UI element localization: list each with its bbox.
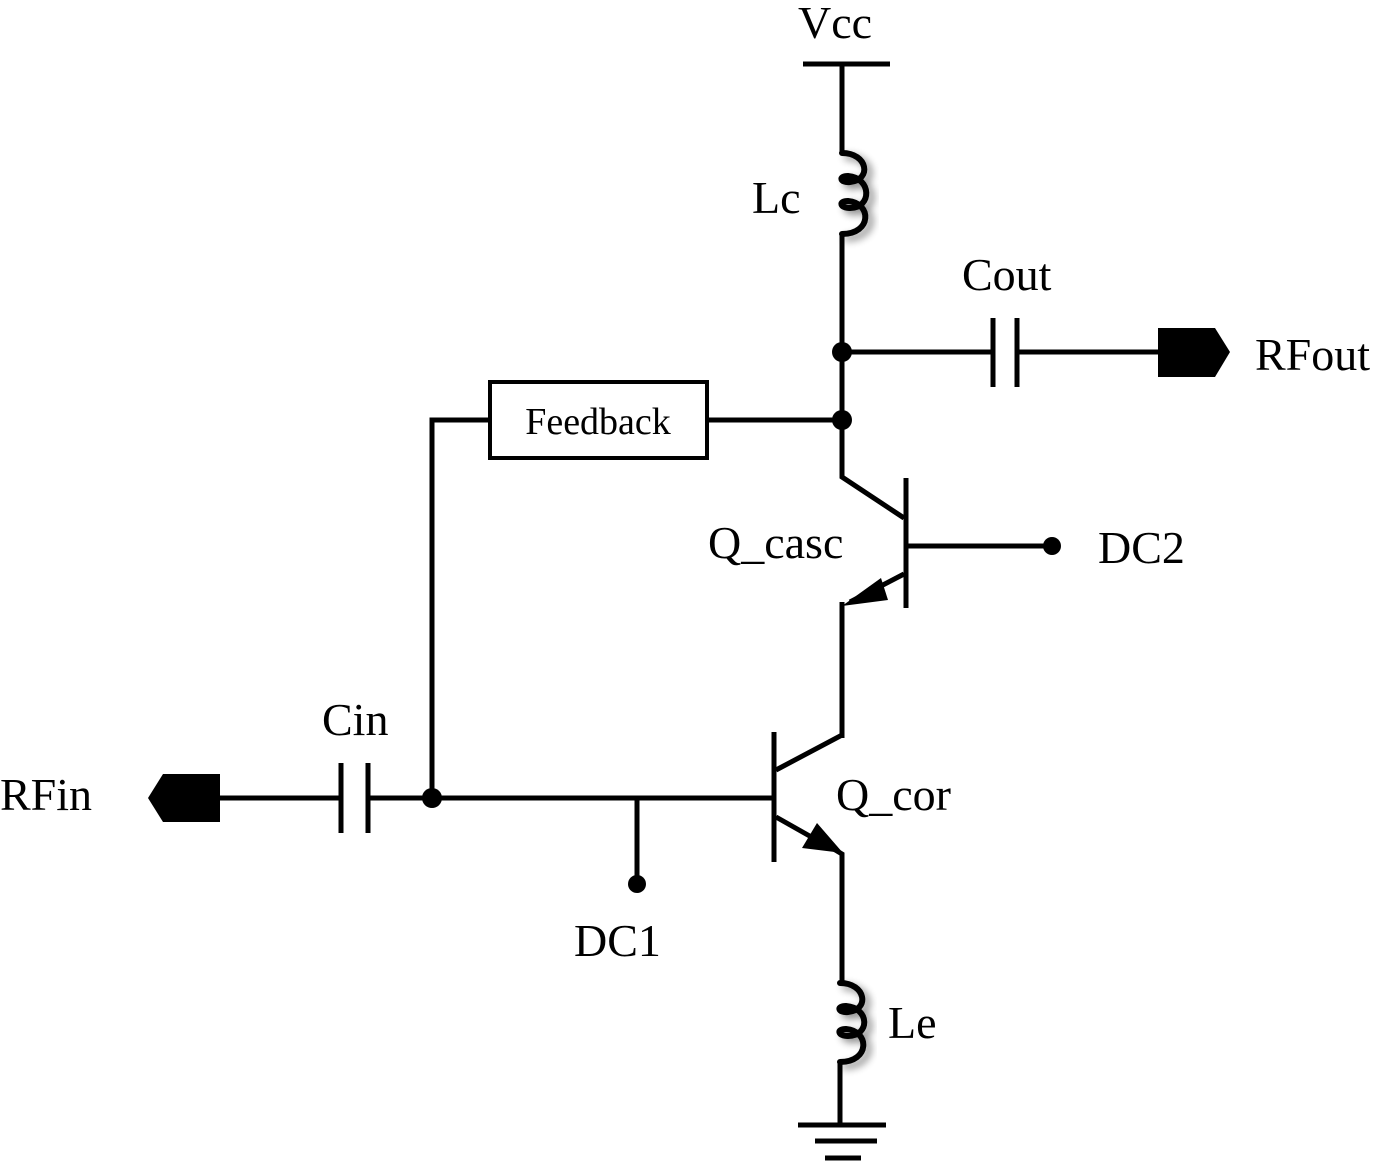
rfout-port-icon [1158, 328, 1230, 377]
cout-label: Cout [962, 249, 1052, 300]
vcc-supply-symbol [803, 61, 890, 152]
rfin-port-icon [148, 774, 220, 822]
lc-inductor-symbol [838, 150, 870, 237]
dc1-label: DC1 [574, 915, 661, 966]
q-cor-transistor-symbol [771, 730, 845, 985]
ground-icon [798, 1122, 886, 1161]
feedback-block [488, 380, 709, 460]
rfout-label: RFout [1255, 329, 1370, 380]
feedback-label: Feedback [525, 401, 671, 443]
rfin-label: RFin [0, 769, 92, 820]
q-casc-label: Q_casc [708, 517, 843, 568]
q-cor-label: Q_cor [836, 769, 951, 820]
le-inductor-symbol [836, 980, 868, 1065]
lc-label: Lc [752, 172, 801, 223]
cin-capacitor-symbol [338, 763, 371, 833]
dc2-label: DC2 [1098, 522, 1185, 573]
dc2-terminal [1043, 537, 1061, 555]
feedback-wire [429, 417, 490, 798]
cout-capacitor-symbol [990, 318, 1020, 387]
junction-node [422, 788, 442, 808]
dc1-terminal [628, 875, 646, 893]
le-label: Le [888, 997, 937, 1048]
vcc-label: Vcc [798, 0, 872, 48]
cin-label: Cin [322, 694, 388, 745]
q-casc-transistor-symbol [839, 474, 1052, 738]
